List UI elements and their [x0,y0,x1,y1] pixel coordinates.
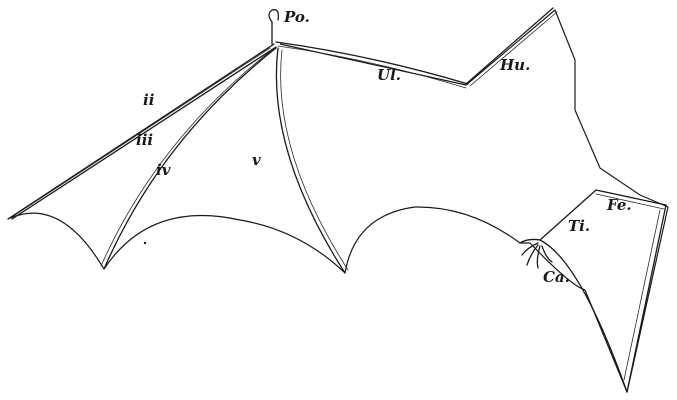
forearm-bone [275,41,469,85]
label-digit-iv: iv [156,161,171,179]
digit-v-bone-edge [280,49,349,271]
tibia-bone [539,189,597,241]
label-ulna: Ul. [377,66,402,84]
digit-iii-bone [11,46,277,220]
membrane-mark [143,241,147,245]
label-digit-ii: ii [143,91,155,109]
label-calcar: Ca. [543,268,570,286]
humerus-bone [465,7,554,85]
label-digit-iii: iii [136,131,154,149]
wing-membrane-outline [7,9,669,393]
humerus-bone-edge [469,11,558,87]
digit-iv-bone-edge [100,49,273,267]
digit-v-bone [275,47,346,274]
femur-bone-edge [595,193,665,210]
label-femur: Fe. [607,196,632,214]
digit-ii-bone [7,43,275,220]
femur-bone [595,189,667,206]
pollex-bone [268,9,280,45]
label-digit-v: v [252,151,261,169]
label-pollex: Po. [284,8,310,26]
label-humerus: Hu. [500,56,531,74]
digit-ii-bone-edge [11,47,271,218]
digit-iv-bone [103,47,277,270]
hind-limb-bone [626,204,667,393]
forearm-bone-edge [277,45,467,89]
hind-limb-bone-edge [623,209,661,381]
foot-claws [519,238,553,269]
label-tibia: Ti. [568,217,591,235]
calcar-bone [539,239,628,393]
